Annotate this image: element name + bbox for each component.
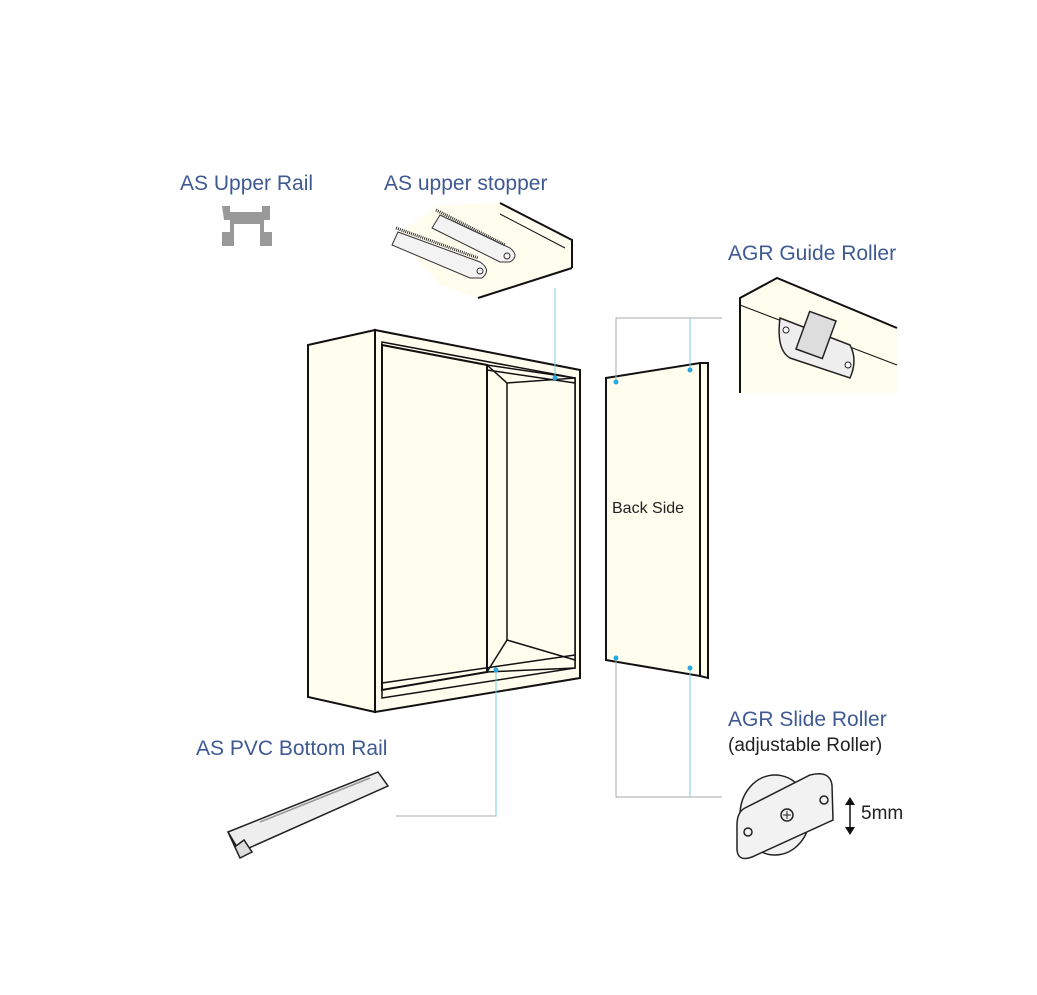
guide-roller-label: AGR Guide Roller [728,242,897,265]
upper-stopper-detail [391,202,573,299]
bottom-rail-label: AS PVC Bottom Rail [196,737,388,760]
slide-roller-note: (adjustable Roller) [728,735,883,756]
slide-roller-detail [736,773,855,860]
back-side-label: Back Side [612,500,685,517]
upper-stopper-label: AS upper stopper [384,172,548,195]
cabinet [307,328,581,714]
guide-roller-detail [739,276,898,393]
slide-roller-label: AGR Slide Roller [728,708,887,731]
leader-lines [396,288,722,817]
adjust-range-label: 5mm [861,803,904,824]
upper-rail-profile [222,206,272,246]
roller-markers [493,367,693,673]
bottom-rail-detail [226,771,390,860]
back-panel [605,361,709,680]
upper-rail-label: AS Upper Rail [180,172,314,195]
